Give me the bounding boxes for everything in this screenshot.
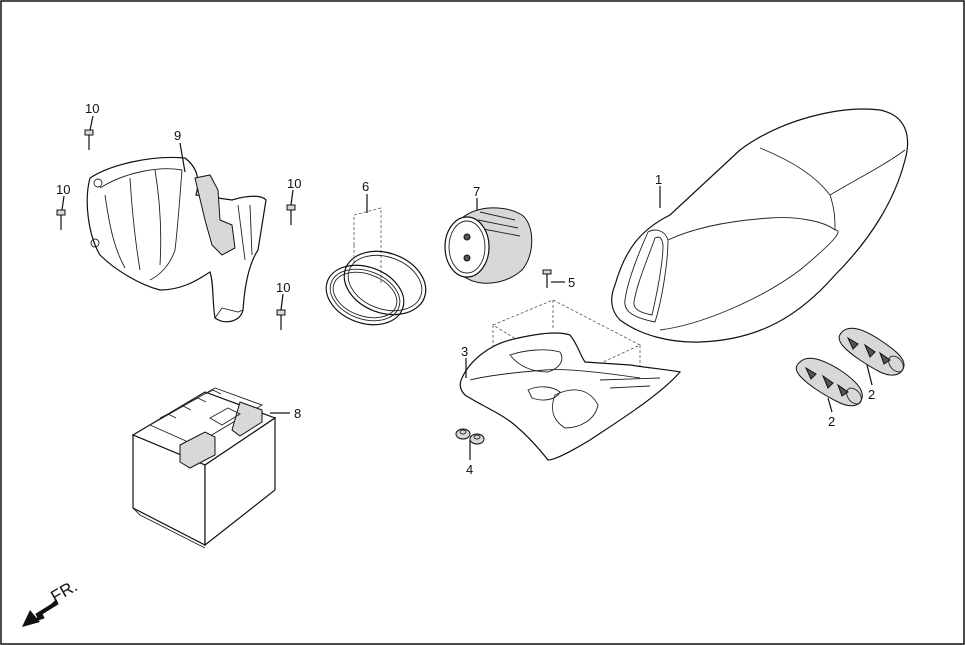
battery-box-drawing: [86, 156, 267, 323]
bolt-tray-drawing: [542, 269, 552, 288]
front-direction-indicator: FR.: [22, 576, 81, 627]
battery-drawing: [131, 387, 277, 549]
part-label-nuts: 4: [466, 462, 473, 477]
ring-set-drawing: [325, 207, 427, 326]
part-label-grip-front: 2: [828, 414, 835, 429]
seat-drawing: [611, 108, 909, 343]
front-arrow-head-icon: [22, 610, 40, 627]
grip-rear-drawing: [838, 327, 905, 376]
nuts-drawing: [455, 428, 485, 445]
piston-drawing: [444, 207, 533, 284]
part-label-bolt-tray: 5: [568, 275, 575, 290]
part-label-seat: 1: [655, 172, 662, 187]
part-label-piston: 7: [473, 184, 480, 199]
part-label-battery: 8: [294, 406, 301, 421]
leader-lines: [61, 115, 873, 460]
screw-top-drawing: [84, 129, 94, 150]
front-label: FR.: [48, 576, 81, 606]
part-label-screw-right-top: 10: [287, 176, 301, 191]
part-label-screw-top: 10: [85, 101, 99, 116]
part-label-screw-right-bottom: 10: [276, 280, 290, 295]
part-label-seat-tray: 3: [461, 344, 468, 359]
part-label-screw-left: 10: [56, 182, 70, 197]
part-label-grip-rear: 2: [868, 387, 875, 402]
screw-right-top-drawing: [286, 204, 296, 225]
front-arrow-icon: [23, 599, 59, 626]
grip-front-drawing: [795, 357, 863, 407]
seat-tray-drawing: [459, 299, 682, 461]
screw-left-drawing: [56, 209, 66, 230]
part-label-ring-set: 6: [362, 179, 369, 194]
part-label-battery-box: 9: [174, 128, 181, 143]
screw-right-bottom-drawing: [276, 309, 286, 330]
